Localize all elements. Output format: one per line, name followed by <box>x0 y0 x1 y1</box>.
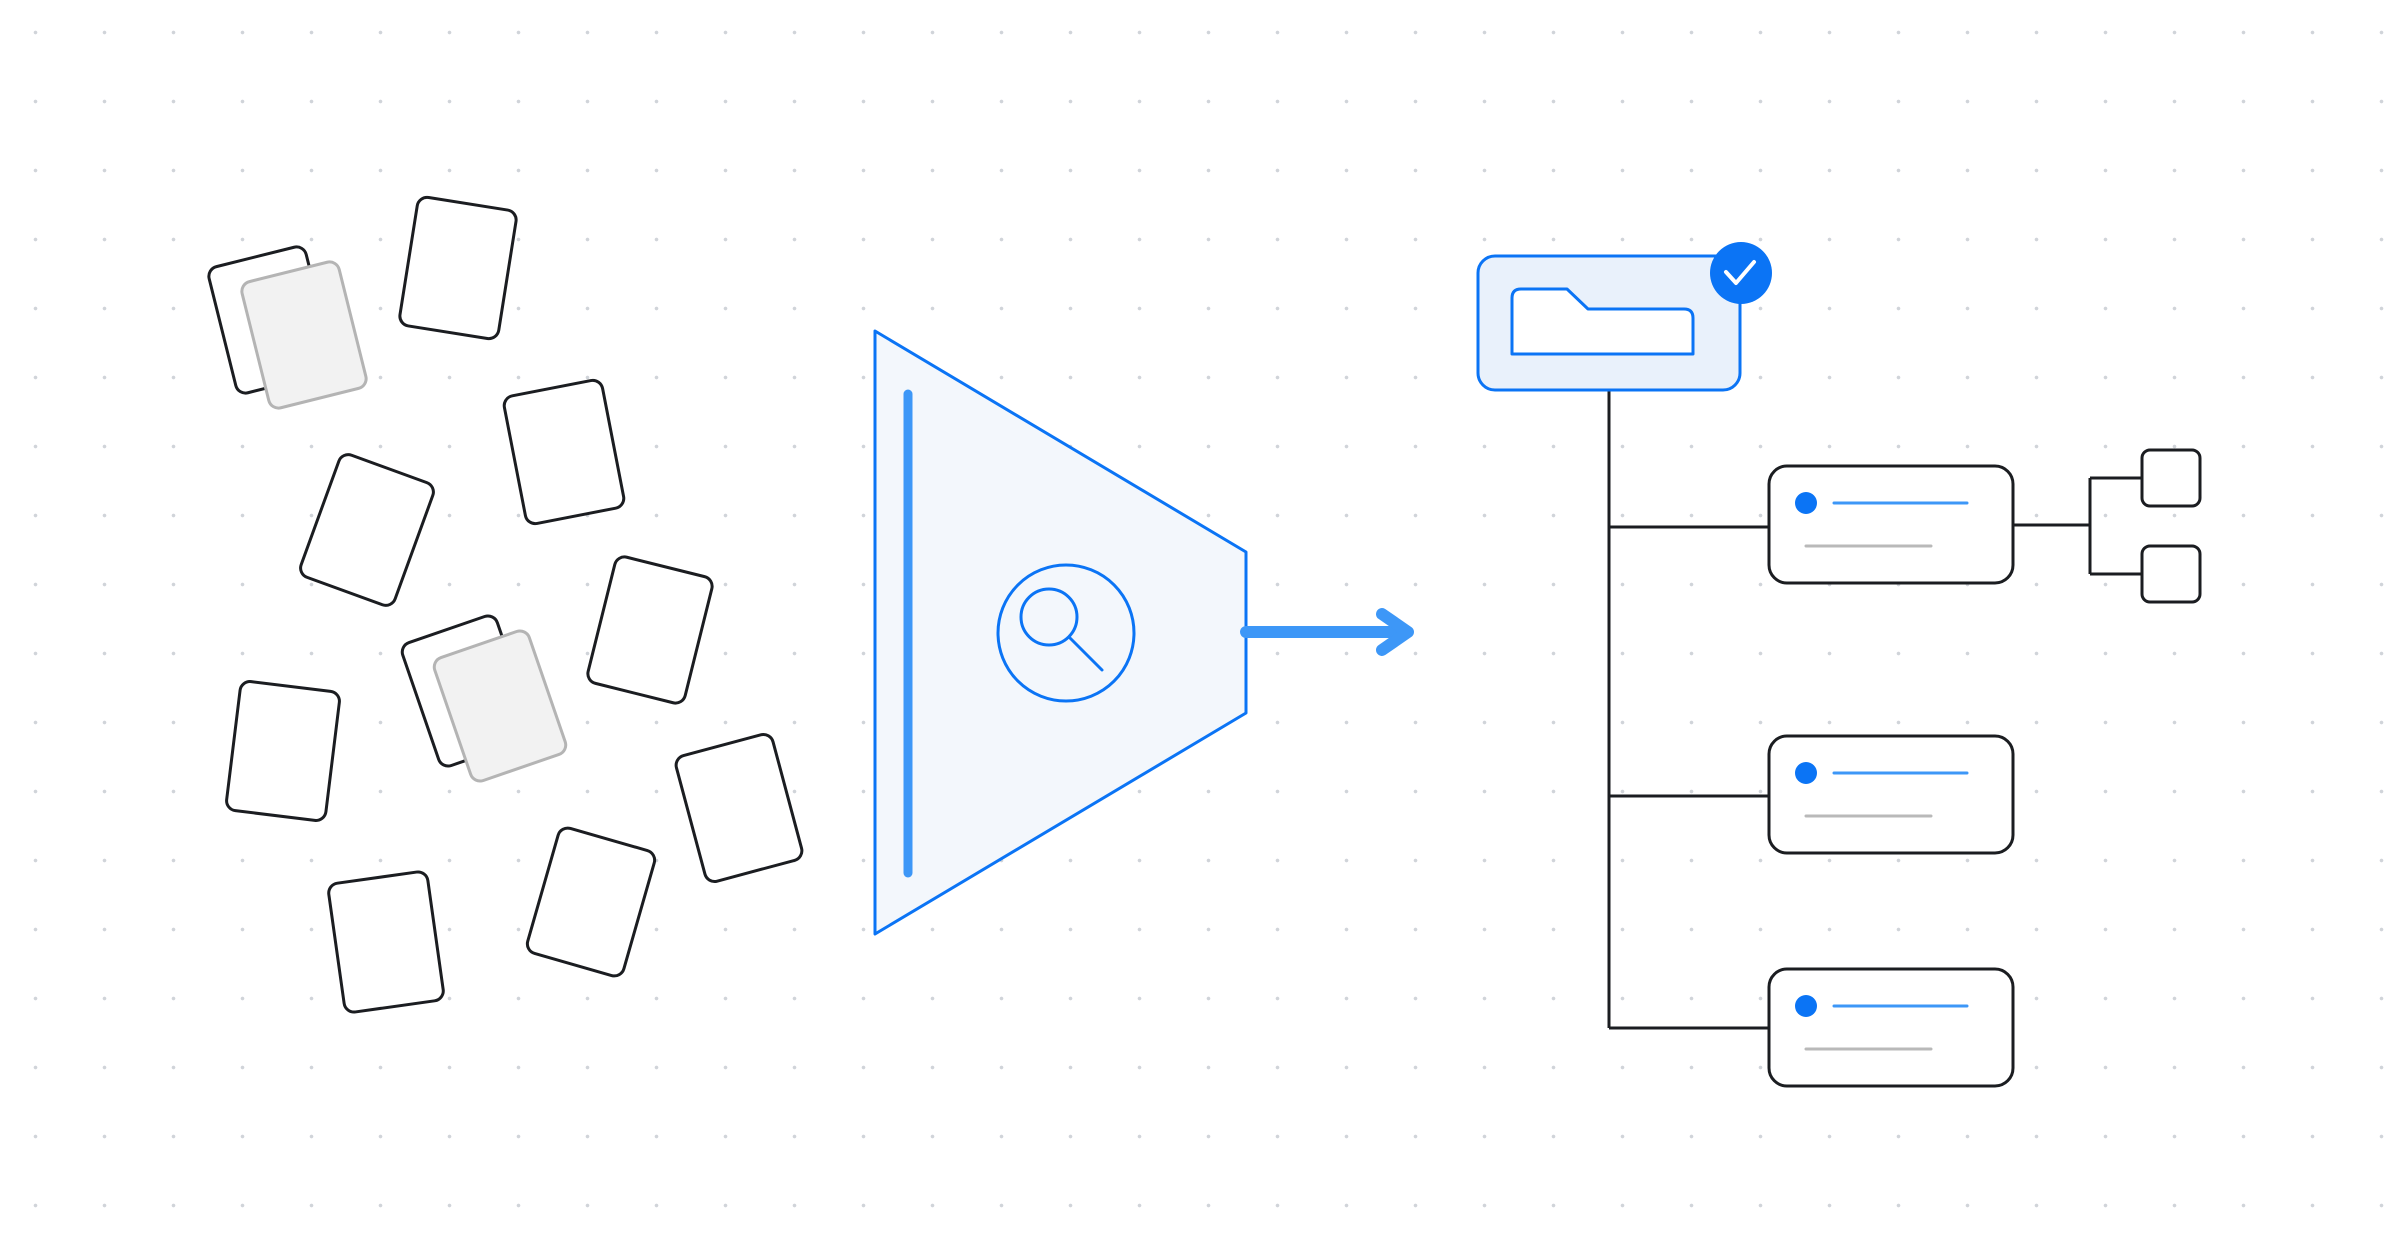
funnel-shape <box>873 329 1248 936</box>
document-card <box>299 453 435 607</box>
item-status-dot <box>1795 492 1817 514</box>
document-card <box>398 195 518 341</box>
checkmark-icon <box>1710 242 1772 304</box>
item-card <box>1767 464 2015 585</box>
child-item-node <box>1767 967 2015 1088</box>
root-folder-node <box>1476 242 1772 392</box>
document-card <box>225 680 341 822</box>
document-card-highlighted <box>432 629 568 783</box>
magnifier-icon <box>996 563 1136 703</box>
tree-connectors <box>1607 390 2142 1030</box>
item-status-dot <box>1795 995 1817 1017</box>
sub-nodes <box>2140 448 2202 604</box>
document-card-highlighted <box>240 260 368 410</box>
item-status-dot <box>1795 762 1817 784</box>
document-card <box>502 378 626 526</box>
scattered-documents <box>207 195 804 1014</box>
item-card <box>1767 967 2015 1088</box>
document-card <box>674 733 804 883</box>
sub-node <box>2140 448 2202 508</box>
child-item-node <box>1767 464 2015 585</box>
output-arrow <box>1240 608 1414 656</box>
document-card <box>525 826 657 978</box>
document-card <box>327 870 445 1014</box>
sub-node <box>2140 544 2202 604</box>
item-card <box>1767 734 2015 855</box>
child-item-node <box>1767 734 2015 855</box>
search-filter-funnel <box>873 329 1248 936</box>
document-card <box>586 555 714 705</box>
folder-icon <box>1510 287 1695 356</box>
